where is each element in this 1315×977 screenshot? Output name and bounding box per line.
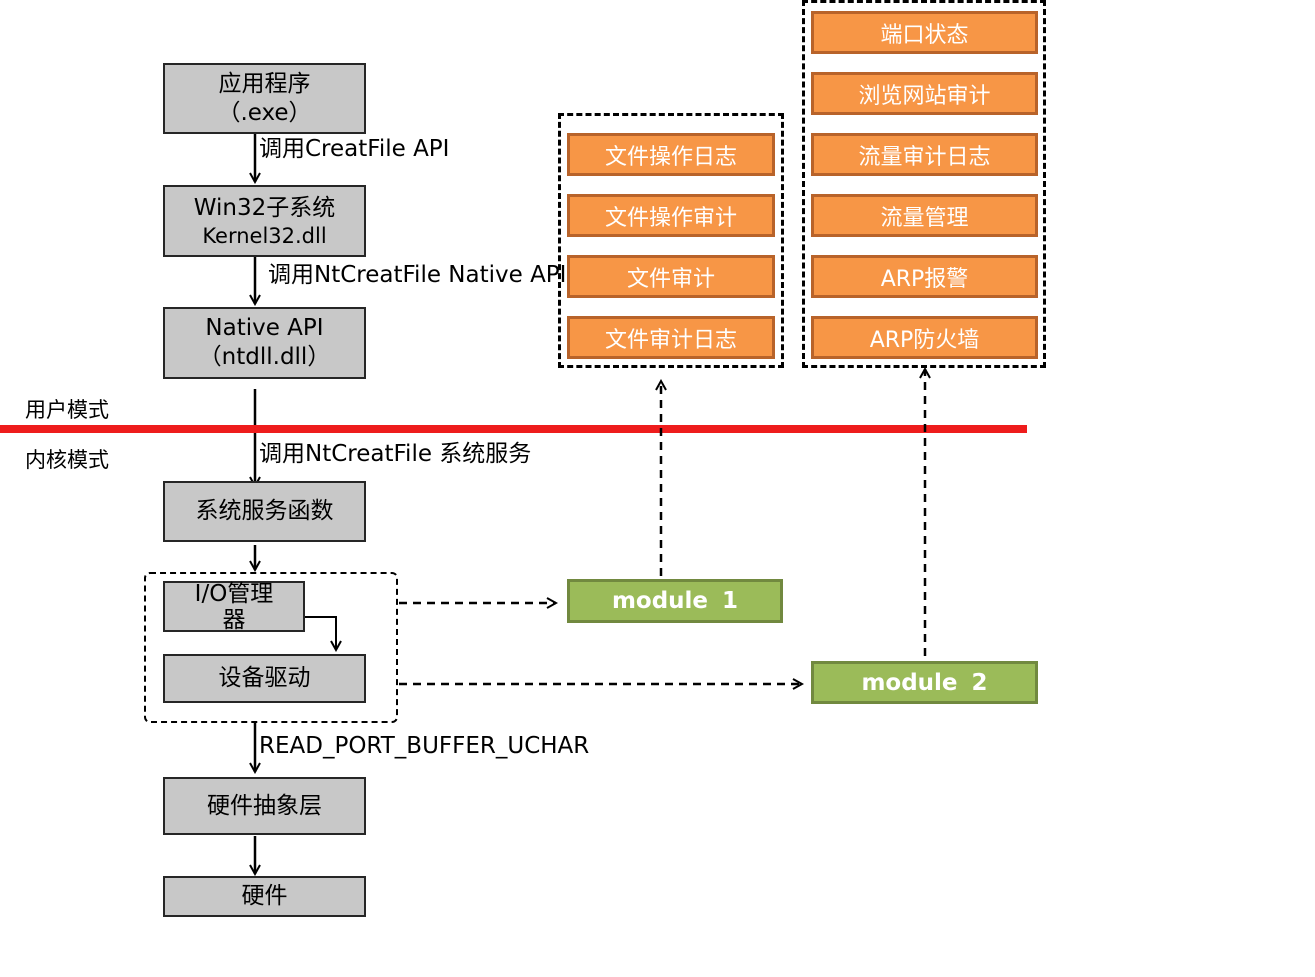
hal-label: 硬件抽象层 (207, 792, 322, 819)
edge-label-ntcreatefile-service: 调用NtCreatFile 系统服务 (259, 441, 532, 467)
module-1-label: module 1 (611, 588, 739, 614)
file-audit-group (558, 113, 784, 368)
io-manager-box: I/O管理 器 (163, 580, 305, 633)
group2-item: ARP报警 (811, 255, 1038, 298)
system-service-label: 系统服务函数 (195, 498, 334, 524)
edge-label-read-port: READ_PORT_BUFFER_UCHAR (259, 733, 590, 759)
group2-item-label: ARP报警 (880, 266, 969, 292)
group2-item-label: 端口状态 (880, 22, 969, 48)
hal-box: 硬件抽象层 (163, 777, 366, 835)
io-driver-group (144, 572, 398, 723)
group2-item: 流量管理 (811, 194, 1038, 237)
win32-title: Win32子系统 (193, 194, 336, 221)
group2-item: 端口状态 (811, 11, 1038, 54)
device-driver-label: 设备驱动 (218, 665, 311, 691)
module-2-label: module 2 (861, 669, 988, 696)
io-manager-line1: I/O管理 (194, 580, 274, 607)
group2-item: 流量审计日志 (811, 133, 1038, 176)
edge-label-ntcreatefile-native: 调用NtCreatFile Native API (268, 262, 566, 288)
kernel-mode-label: 内核模式 (25, 448, 109, 472)
group2-item-label: 流量审计日志 (858, 144, 991, 170)
edge-label-createfile-api: 调用CreatFile API (259, 136, 450, 162)
io-manager-line2: 器 (222, 606, 246, 633)
group1-item: 文件操作审计 (567, 194, 775, 237)
native-api-box: Native API （ntdll.dll） (163, 307, 366, 379)
arrow-io-to-driver (304, 616, 336, 650)
app-title: 应用程序 (218, 70, 311, 97)
hardware-label: 硬件 (241, 883, 288, 909)
native-api-subtitle: （ntdll.dll） (198, 344, 331, 370)
group1-item: 文件操作日志 (567, 133, 775, 176)
hardware-box: 硬件 (163, 876, 366, 917)
system-service-box: 系统服务函数 (163, 481, 366, 542)
edge-label-native-clip: 调用NtCreatFile Native API (268, 261, 566, 293)
group1-item-label: 文件审计 (626, 266, 715, 292)
device-driver-box: 设备驱动 (163, 654, 366, 703)
win32-box: Win32子系统 Kernel32.dll (163, 185, 366, 257)
group2-item-label: 流量管理 (880, 205, 969, 231)
app-box: 应用程序 （.exe） (163, 63, 366, 134)
group1-item-label: 文件审计日志 (604, 327, 737, 353)
group1-item-label: 文件操作日志 (604, 144, 737, 170)
group2-item-label: 浏览网站审计 (858, 83, 991, 109)
native-api-title: Native API (205, 315, 324, 341)
module-1: module 1 (567, 579, 783, 623)
module-2: module 2 (811, 661, 1038, 704)
group1-item-label: 文件操作审计 (604, 205, 737, 231)
group2-item: 浏览网站审计 (811, 72, 1038, 115)
group2-item-label: ARP防火墙 (869, 327, 980, 353)
group2-item: ARP防火墙 (811, 316, 1038, 359)
network-audit-group (802, 0, 1046, 368)
group1-item: 文件审计日志 (567, 316, 775, 359)
group1-item: 文件审计 (567, 255, 775, 298)
user-mode-label: 用户模式 (25, 398, 109, 422)
win32-subtitle: Kernel32.dll (202, 223, 327, 248)
app-subtitle: （.exe） (217, 99, 312, 126)
